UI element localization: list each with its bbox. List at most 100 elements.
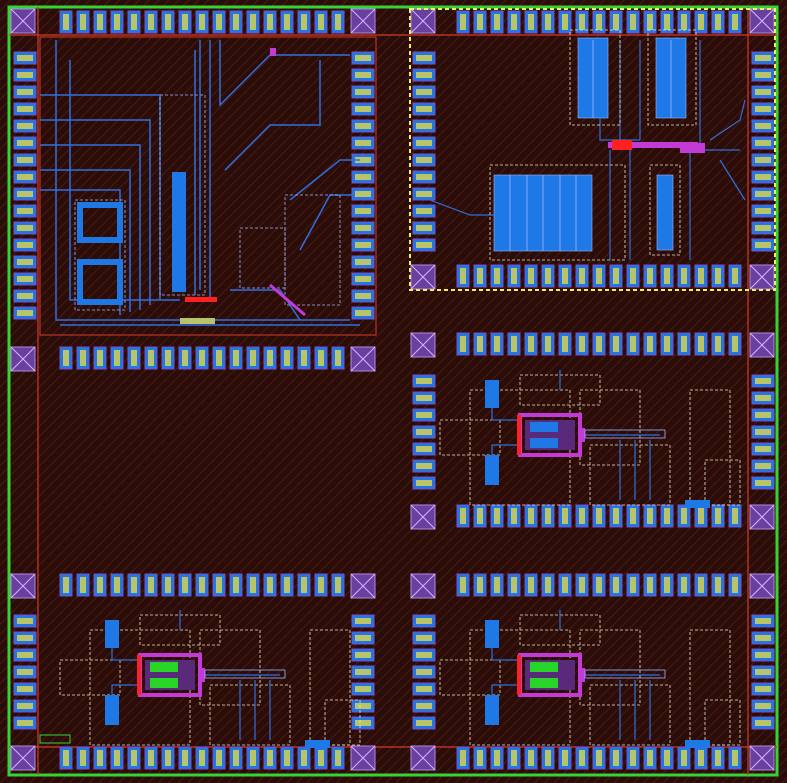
io-pad [246,746,260,770]
io-pad [541,504,555,528]
io-pad [351,221,375,235]
io-pad [660,746,674,770]
io-pad [161,573,175,597]
corner-pad-icon [410,573,436,599]
io-pad [263,746,277,770]
io-pad [751,187,775,201]
io-pad [13,238,37,252]
io-pad [263,346,277,370]
io-pad [93,573,107,597]
io-pad [246,10,260,34]
io-pad [93,346,107,370]
io-pad [246,346,260,370]
io-pad [558,746,572,770]
cell-top-left-routing [40,40,360,326]
io-pad [711,573,725,597]
io-pad [575,746,589,770]
io-pad-ring [13,10,775,770]
io-pad [412,391,436,405]
cell-top-left-outlines [74,94,341,311]
io-pad [558,264,572,288]
io-pad [728,264,742,288]
io-pad [13,204,37,218]
io-pad [178,10,192,34]
io-pad [711,10,725,34]
io-pad [195,346,209,370]
io-pad [212,746,226,770]
io-pad [524,10,538,34]
corner-pad-icon [10,573,36,599]
io-pad [592,573,606,597]
cell-bottom-left[interactable] [59,610,361,748]
io-pad [76,346,90,370]
io-pad [59,10,73,34]
io-pad [351,682,375,696]
cell-routing [111,610,280,740]
cell-outlines [439,614,741,746]
io-pad [13,614,37,628]
io-pad [412,136,436,150]
io-pad [280,573,294,597]
cell-top-left[interactable] [39,36,377,336]
io-pad [473,573,487,597]
corner-pad-icon [350,346,376,372]
io-pad [711,746,725,770]
io-pad [751,614,775,628]
io-pad [751,153,775,167]
io-pad [127,573,141,597]
io-pad [412,153,436,167]
io-pad [575,332,589,356]
io-pad [13,289,37,303]
io-pad [263,573,277,597]
io-pad [751,391,775,405]
corner-pad-icon [749,8,775,34]
io-pad [558,10,572,34]
io-pad [751,68,775,82]
io-pad [751,204,775,218]
io-pad [13,665,37,679]
die-boundary [7,5,779,777]
io-pad [677,504,691,528]
io-pad [13,136,37,150]
io-pad [507,746,521,770]
io-pad [13,170,37,184]
io-pad [677,746,691,770]
io-pad [412,408,436,422]
io-pad [592,332,606,356]
io-pad [351,699,375,713]
io-pad [473,746,487,770]
io-pad [13,221,37,235]
io-pad [412,476,436,490]
io-pad [592,504,606,528]
io-pad [677,264,691,288]
io-pad [351,51,375,65]
cell-bottom-right[interactable] [439,610,741,748]
corner-pad-icon [749,504,775,530]
cell-top-right[interactable] [409,8,776,291]
io-pad [751,631,775,645]
cell-devices [517,413,666,457]
io-pad [229,346,243,370]
cell-top-left-boundary [39,36,377,336]
io-pad [412,102,436,116]
io-pad [178,346,192,370]
io-pad [351,614,375,628]
io-pad [751,238,775,252]
selection-highlight [409,8,776,291]
io-pad [280,346,294,370]
io-pad [728,332,742,356]
io-pad [351,102,375,116]
io-pad [524,504,538,528]
io-pad [13,187,37,201]
io-pad [660,573,674,597]
io-pad [314,10,328,34]
io-pad [626,332,640,356]
cell-middle-right[interactable] [439,370,741,508]
io-pad [728,504,742,528]
cell-top-right-fingers [509,40,672,251]
io-pad [524,264,538,288]
io-pad [412,459,436,473]
io-pad [412,614,436,628]
